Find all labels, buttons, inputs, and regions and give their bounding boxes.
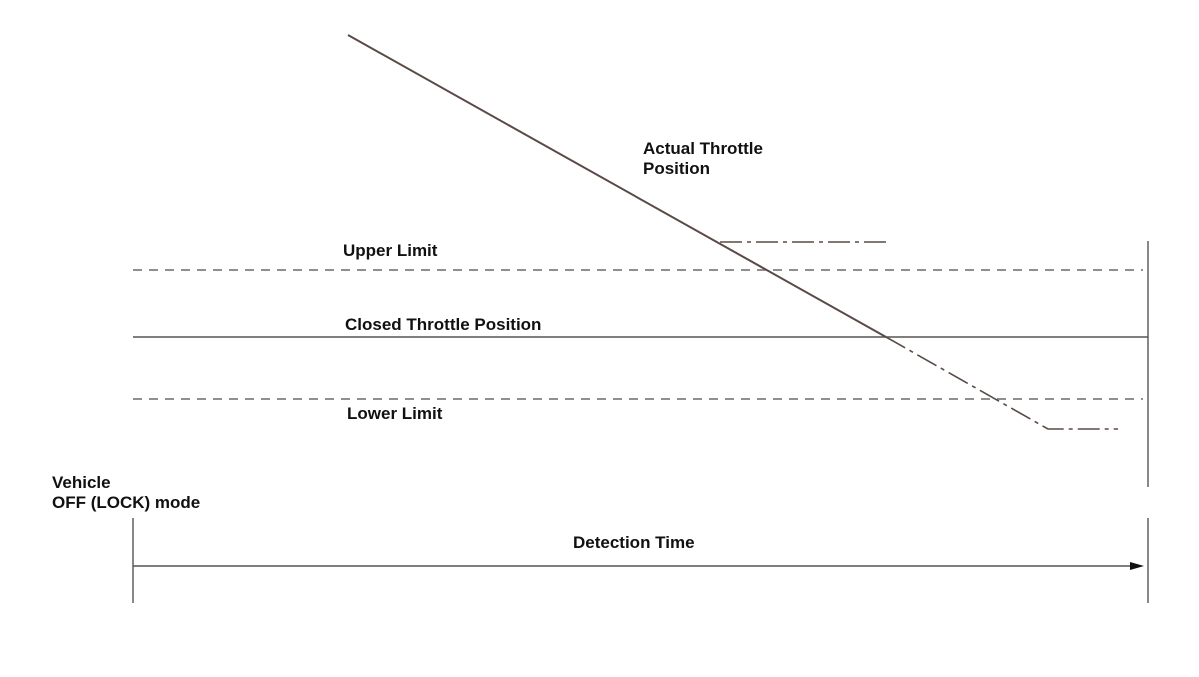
actual-throttle-trace (347, 34, 887, 338)
actual-throttle-label-line2: Position (643, 159, 710, 178)
closed-throttle-position-label: Closed Throttle Position (345, 315, 541, 334)
detection-time-label: Detection Time (573, 533, 695, 552)
vehicle-mode-label-line2: OFF (LOCK) mode (52, 493, 200, 512)
detection-time-arrowhead (1130, 562, 1144, 570)
upper-limit-label: Upper Limit (343, 241, 438, 260)
vehicle-mode-label: Vehicle (52, 473, 111, 492)
actual-throttle-label: Actual Throttle (643, 139, 763, 158)
actual-throttle-projection (885, 336, 1118, 430)
lower-limit-label: Lower Limit (347, 404, 443, 423)
